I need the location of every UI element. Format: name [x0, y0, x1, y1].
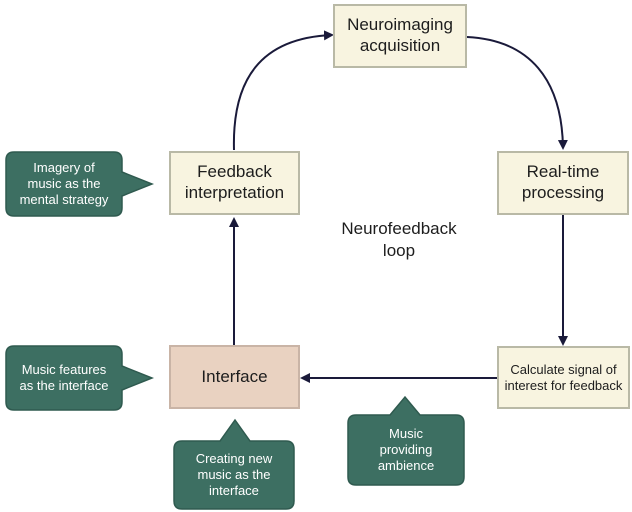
node-neuroimaging-acquisition: Neuroimaging acquisition [333, 4, 467, 68]
callout-features-text: Music features as the interface [19, 361, 109, 393]
callout-ambience-bubble [347, 395, 465, 486]
node-calculate-signal: Calculate signal of interest for feedbac… [497, 346, 630, 409]
node-feedback-interpretation: Feedback interpretation [169, 151, 300, 215]
node-interface: Interface [169, 345, 300, 409]
callout-creating-text: Creating new music as the interface [195, 450, 273, 499]
neurofeedback-loop-label: Neurofeedback loop [341, 219, 457, 261]
node-real-time-processing: Real-time processing [497, 151, 629, 215]
callout-imagery-text: Imagery of music as the mental strategy [19, 159, 109, 208]
callout-ambience-text: Music providing ambience [377, 425, 435, 474]
callout-imagery-bubble [5, 151, 155, 217]
callout-features-bubble [5, 345, 155, 411]
edge-feedback-to-acquisition [232, 30, 334, 151]
callout-creating-bubble [173, 418, 295, 510]
edge-acquisition-to-processing [466, 36, 568, 150]
